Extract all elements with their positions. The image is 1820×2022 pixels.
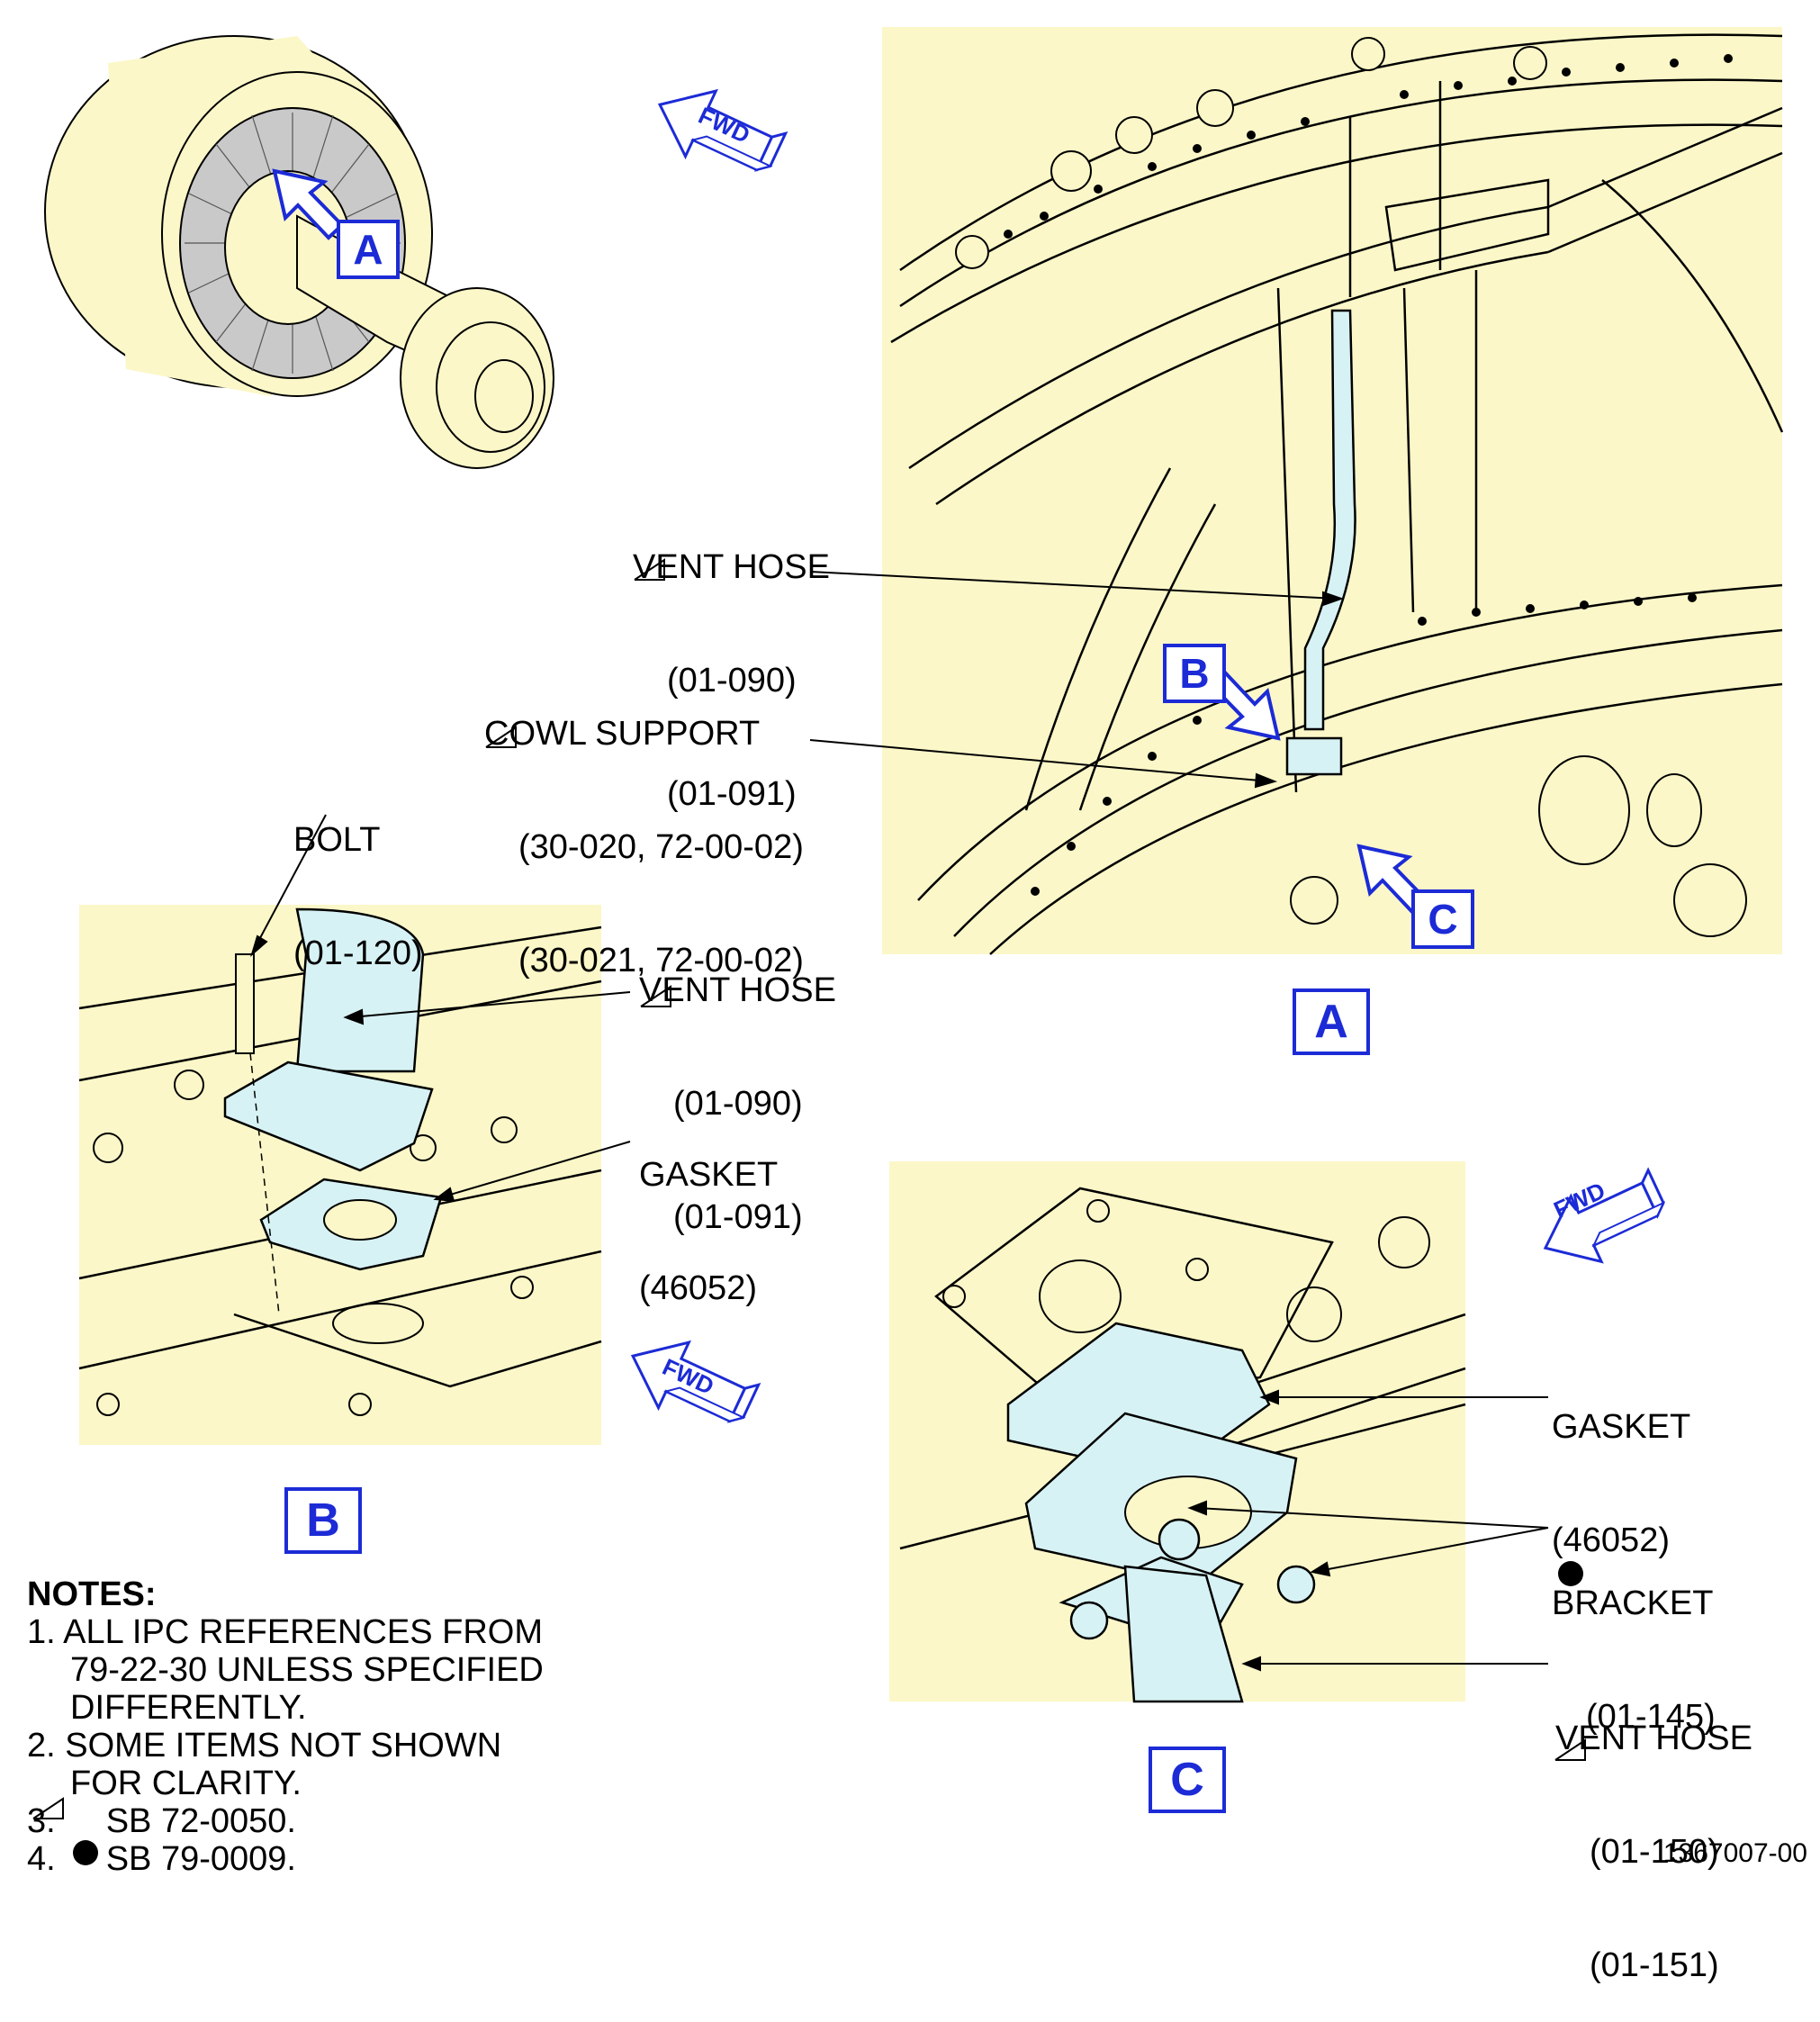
notes-block: NOTES: 1. ALL IPC REFERENCES FROM 79-22-…: [27, 1575, 544, 1878]
note-3-line1: SB 72-0050.: [105, 1802, 296, 1840]
view-c-locator-small: C: [1411, 889, 1474, 949]
note-2-num: 2.: [27, 1727, 56, 1765]
sb-marker-icons: [32, 558, 1586, 1819]
note-2-line1: SOME ITEMS NOT SHOWN: [65, 1727, 502, 1765]
vent-hose-a-callout: VENT HOSE (01-090) (01-091): [633, 473, 830, 851]
view-b-locator-small: B: [1163, 644, 1226, 703]
view-b-label: B: [284, 1487, 362, 1554]
note-4-num: 4.: [27, 1840, 56, 1878]
vent-hose-a-name: VENT HOSE: [633, 548, 830, 586]
gasket-b-ref1: (46052): [639, 1269, 757, 1307]
gasket-b-callout: GASKET (46052): [639, 1080, 778, 1345]
note-1-num: 1.: [27, 1613, 56, 1651]
vent-hose-c-name: VENT HOSE: [1555, 1720, 1752, 1757]
vent-hose-c-ref2: (01-151): [1590, 1946, 1719, 1984]
note-4: 4. SB 79-0009.: [27, 1840, 544, 1878]
note-2: 2. SOME ITEMS NOT SHOWN: [27, 1727, 544, 1765]
vent-hose-c-ref1: (01-150): [1590, 1833, 1719, 1871]
view-a-label: A: [1293, 988, 1370, 1055]
cowl-support-name: COWL SUPPORT: [484, 715, 761, 753]
gasket-c-name: GASKET: [1552, 1408, 1691, 1446]
vent-hose-a-ref2: (01-091): [667, 775, 797, 813]
vent-hose-b-ref2: (01-091): [673, 1198, 803, 1236]
note-3-num: 3.: [27, 1802, 56, 1840]
bracket-c-ref1: (01-145): [1586, 1698, 1716, 1736]
note-4-line1: SB 79-0009.: [105, 1840, 296, 1878]
vent-hose-c-callout: VENT HOSE (01-150) (01-151): [1555, 1644, 1752, 2022]
view-a-illustration: [882, 27, 1784, 955]
cowl-support-callout: COWL SUPPORT (30-020, 72-00-02) (30-021,…: [484, 639, 804, 1017]
note-1: 1. ALL IPC REFERENCES FROM: [27, 1613, 544, 1651]
gasket-c-ref1: (46052): [1552, 1521, 1670, 1559]
vent-hose-b-callout: VENT HOSE (01-090) (01-091): [639, 896, 836, 1274]
bracket-c-name: BRACKET: [1552, 1584, 1714, 1622]
note-2-line2: FOR CLARITY.: [70, 1765, 302, 1802]
bolt-ref1: (01-120): [293, 934, 423, 972]
view-a-locator-small: A: [337, 220, 400, 279]
gasket-b-name: GASKET: [639, 1156, 779, 1194]
gasket-c-callout: GASKET (46052): [1552, 1332, 1690, 1597]
note-1-line1: ALL IPC REFERENCES FROM: [63, 1613, 543, 1651]
fwd-arrow-c: [1528, 1160, 1677, 1283]
cowl-support-ref1: (30-020, 72-00-02): [518, 828, 804, 866]
view-c-label: C: [1149, 1747, 1226, 1813]
vent-hose-b-ref1: (01-090): [673, 1085, 803, 1123]
vent-hose-b-name: VENT HOSE: [639, 971, 836, 1009]
bullet-icons: [73, 1561, 1583, 1865]
notes-heading: NOTES:: [27, 1575, 157, 1613]
engine-overview: [44, 35, 554, 469]
note-3: 3. SB 72-0050.: [27, 1802, 544, 1840]
bolt-name: BOLT: [293, 821, 381, 859]
bracket-c-callout: BRACKET (01-145): [1552, 1509, 1716, 1774]
view-c-illustration: [889, 1161, 1466, 1703]
illustration-canvas: [32, 27, 1784, 1865]
bolt-callout: BOLT (01-120): [293, 745, 423, 1010]
leader-lines: [250, 571, 1549, 1672]
document-number: 1367007-00: [1662, 1838, 1807, 1868]
note-1-line2: 79-22-30 UNLESS SPECIFIED: [70, 1651, 544, 1689]
note-1-line3: DIFFERENTLY.: [70, 1689, 307, 1727]
cowl-support-ref2: (30-021, 72-00-02): [518, 942, 804, 979]
vent-hose-a-ref1: (01-090): [667, 662, 797, 700]
